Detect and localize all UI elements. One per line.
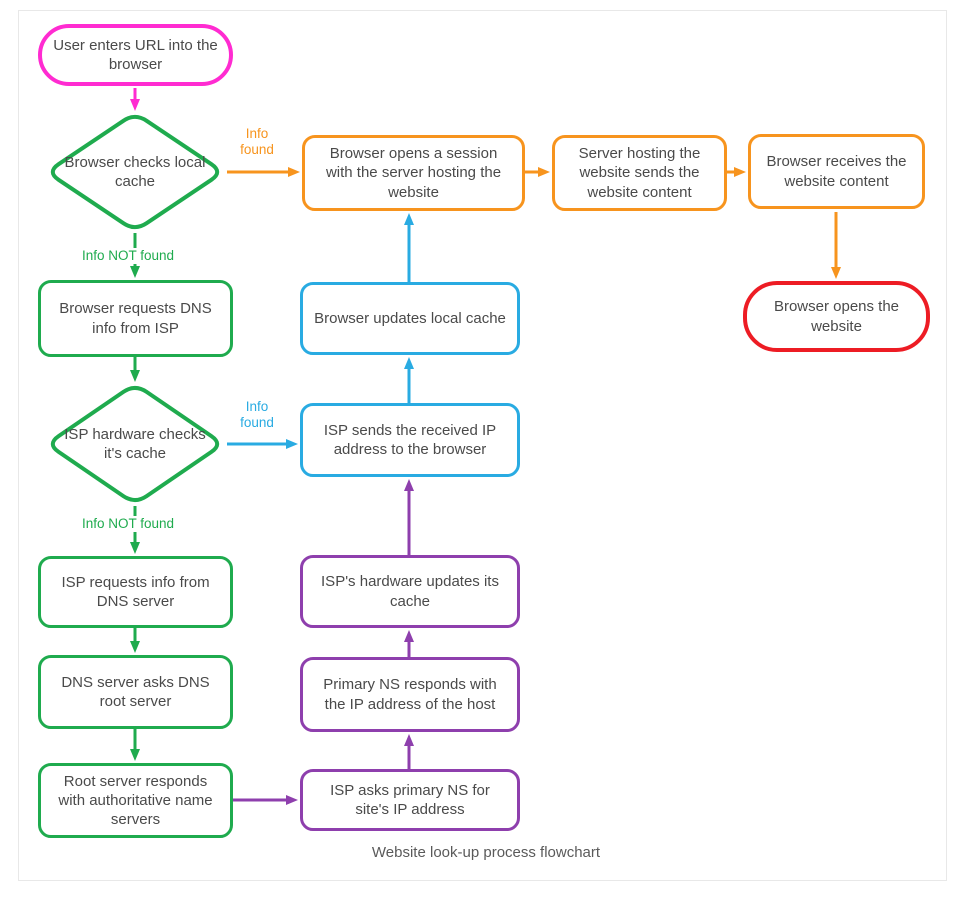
node-browser-updates-cache: Browser updates local cache: [300, 282, 520, 355]
node-browser-opens: Browser opens the website: [743, 281, 930, 352]
node-isp-asks-ns: ISP asks primary NS for site's IP addres…: [300, 769, 520, 831]
node-label: ISP's hardware updates its cache: [321, 573, 499, 610]
edge-label-info-not-found-browser: Info NOT found: [56, 248, 200, 265]
node-isp-checks-cache: ISP hardware checks it's cache: [55, 418, 215, 470]
edge-label-info-not-found-isp: Info NOT found: [56, 516, 200, 533]
node-label: ISP hardware checks it's cache: [64, 425, 206, 462]
node-label: Primary NS responds with the IP address …: [323, 676, 497, 713]
node-label: ISP sends the received IP address to the…: [323, 421, 497, 458]
node-root-responds: Root server responds with authoritative …: [38, 763, 233, 838]
node-isp-sends-ip: ISP sends the received IP address to the…: [300, 403, 520, 477]
node-browser-session: Browser opens a session with the server …: [302, 135, 525, 211]
node-browser-checks-cache: Browser checks local cache: [60, 146, 210, 198]
node-label: ISP asks primary NS for site's IP addres…: [330, 781, 490, 818]
node-label: Browser checks local cache: [64, 153, 206, 190]
edge-label-info-found-browser: Info found: [228, 126, 286, 159]
node-primary-ns-responds: Primary NS responds with the IP address …: [300, 657, 520, 732]
node-user-enters-url: User enters URL into the browser: [38, 24, 233, 86]
node-isp-requests-info: ISP requests info from DNS server: [38, 556, 233, 628]
decision-isp-checks-cache: [50, 385, 220, 503]
node-label: ISP requests info from DNS server: [61, 573, 210, 610]
node-label: Browser requests DNS info from ISP: [59, 300, 212, 337]
node-label: Browser opens the website: [773, 298, 900, 335]
diagram-caption: Website look-up process flowchart: [371, 844, 601, 861]
node-label: Browser updates local cache: [314, 309, 506, 327]
node-label: Root server responds with authoritative …: [58, 772, 213, 829]
node-label: Browser receives the website content: [766, 153, 907, 190]
node-isps-hw-updates: ISP's hardware updates its cache: [300, 555, 520, 628]
node-browser-receives: Browser receives the website content: [748, 134, 925, 209]
node-label: Browser opens a session with the server …: [325, 145, 502, 201]
node-browser-requests-dns: Browser requests DNS info from ISP: [38, 280, 233, 357]
node-dns-asks-root: DNS server asks DNS root server: [38, 655, 233, 729]
edge-label-info-found-isp: Info found: [228, 399, 286, 432]
node-server-sends: Server hosting the website sends the web…: [552, 135, 727, 211]
node-label: Server hosting the website sends the web…: [578, 145, 701, 201]
decision-browser-checks-cache: [50, 114, 220, 230]
node-label: User enters URL into the browser: [53, 36, 218, 73]
node-label: DNS server asks DNS root server: [61, 673, 210, 710]
